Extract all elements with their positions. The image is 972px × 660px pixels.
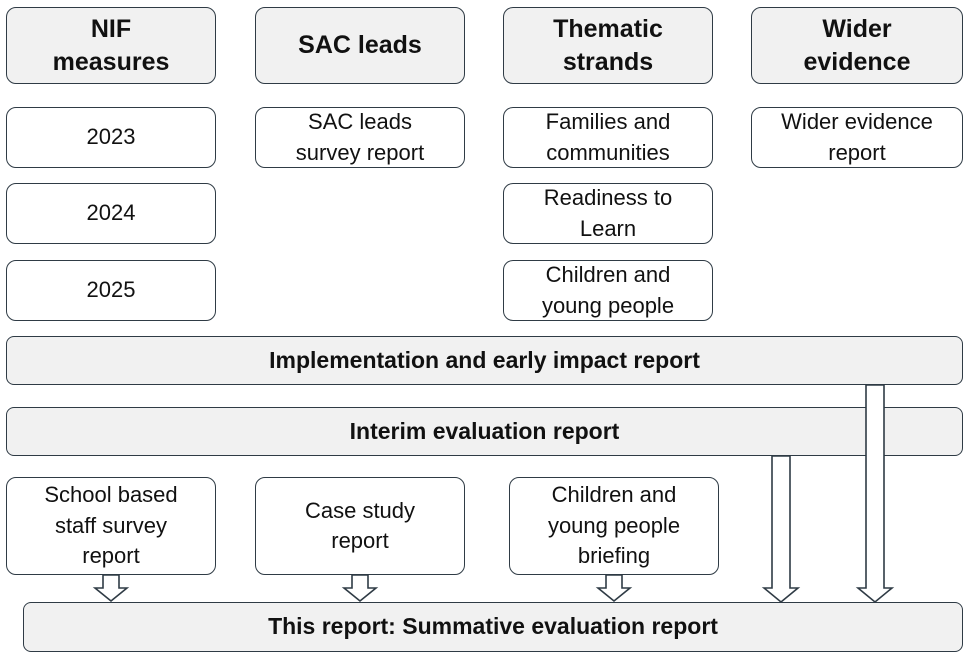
school-staff-survey-report: School based staff survey report <box>6 477 216 575</box>
nif-item-2023: 2023 <box>6 107 216 168</box>
header-sac-leads: SAC leads <box>255 7 465 84</box>
case-study-report: Case study report <box>255 477 465 575</box>
nif-item-2025: 2025 <box>6 260 216 321</box>
children-young-people-briefing: Children and young people briefing <box>509 477 719 575</box>
header-nif-measures: NIF measures <box>6 7 216 84</box>
implementation-report-band: Implementation and early impact report <box>6 336 963 385</box>
arrow-staff-survey-to-final <box>92 574 130 603</box>
arrow-implementation-to-final <box>855 384 895 604</box>
nif-item-2024: 2024 <box>6 183 216 244</box>
wider-evidence-report: Wider evidence report <box>751 107 963 168</box>
thematic-readiness-to-learn: Readiness to Learn <box>503 183 713 244</box>
arrow-briefing-to-final <box>595 574 633 603</box>
sac-leads-survey-report: SAC leads survey report <box>255 107 465 168</box>
thematic-families-communities: Families and communities <box>503 107 713 168</box>
header-thematic-strands: Thematic strands <box>503 7 713 84</box>
summative-report-band: This report: Summative evaluation report <box>23 602 963 652</box>
interim-report-band: Interim evaluation report <box>6 407 963 456</box>
arrow-case-study-to-final <box>341 574 379 603</box>
arrow-interim-to-final <box>761 455 801 604</box>
header-wider-evidence: Wider evidence <box>751 7 963 84</box>
thematic-children-young-people: Children and young people <box>503 260 713 321</box>
